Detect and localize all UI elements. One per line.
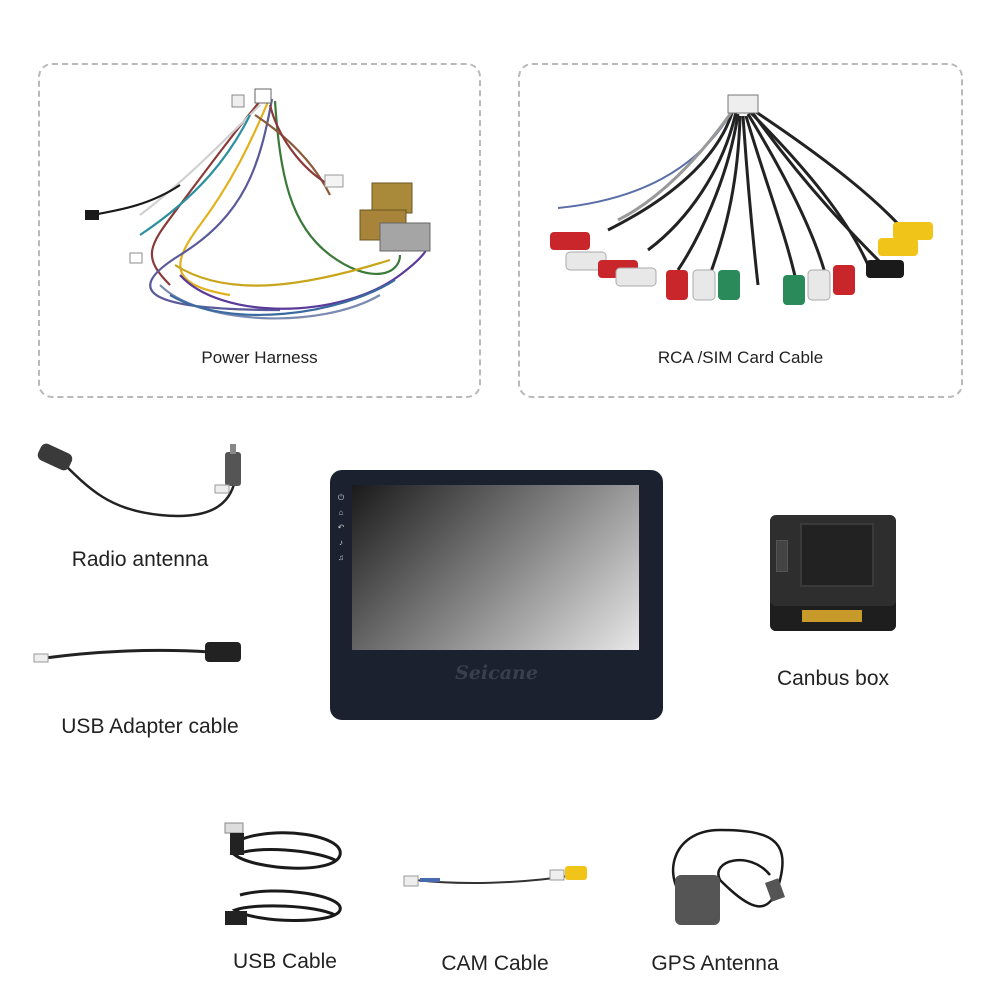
power-harness-label: Power Harness bbox=[201, 348, 318, 367]
canbus-box-top bbox=[800, 523, 874, 587]
power-harness-panel bbox=[38, 63, 481, 398]
head-unit-image: ⏻⌂↶♪♫ Seicane bbox=[330, 470, 663, 720]
power-harness-image bbox=[85, 88, 431, 320]
rca-cable-image bbox=[550, 94, 933, 305]
cam-cable-label: CAM Cable bbox=[441, 952, 549, 975]
usb-cable-label: USB Cable bbox=[233, 950, 337, 973]
head-unit-brand: Seicane bbox=[455, 662, 538, 684]
radio-antenna-image bbox=[37, 443, 241, 518]
rca-cable-label: RCA /SIM Card Cable bbox=[657, 348, 824, 367]
cam-cable-image bbox=[403, 866, 587, 887]
side-buttons: ⏻⌂↶♪♫ bbox=[337, 493, 345, 562]
usb-adapter-label: USB Adapter cable bbox=[61, 715, 239, 738]
canbus-box-image bbox=[770, 515, 896, 631]
radio-antenna-label: Radio antenna bbox=[71, 548, 209, 571]
rca-cable-panel bbox=[518, 63, 963, 398]
canbus-box-label: Canbus box bbox=[776, 667, 890, 690]
gps-antenna-label: GPS Antenna bbox=[651, 952, 779, 975]
head-unit-screen bbox=[352, 485, 639, 650]
canbus-side-port bbox=[776, 540, 788, 572]
usb-adapter-image bbox=[33, 642, 241, 663]
usb-cable-image bbox=[224, 822, 342, 925]
gps-antenna-image bbox=[672, 828, 785, 925]
canbus-connector bbox=[802, 610, 862, 622]
